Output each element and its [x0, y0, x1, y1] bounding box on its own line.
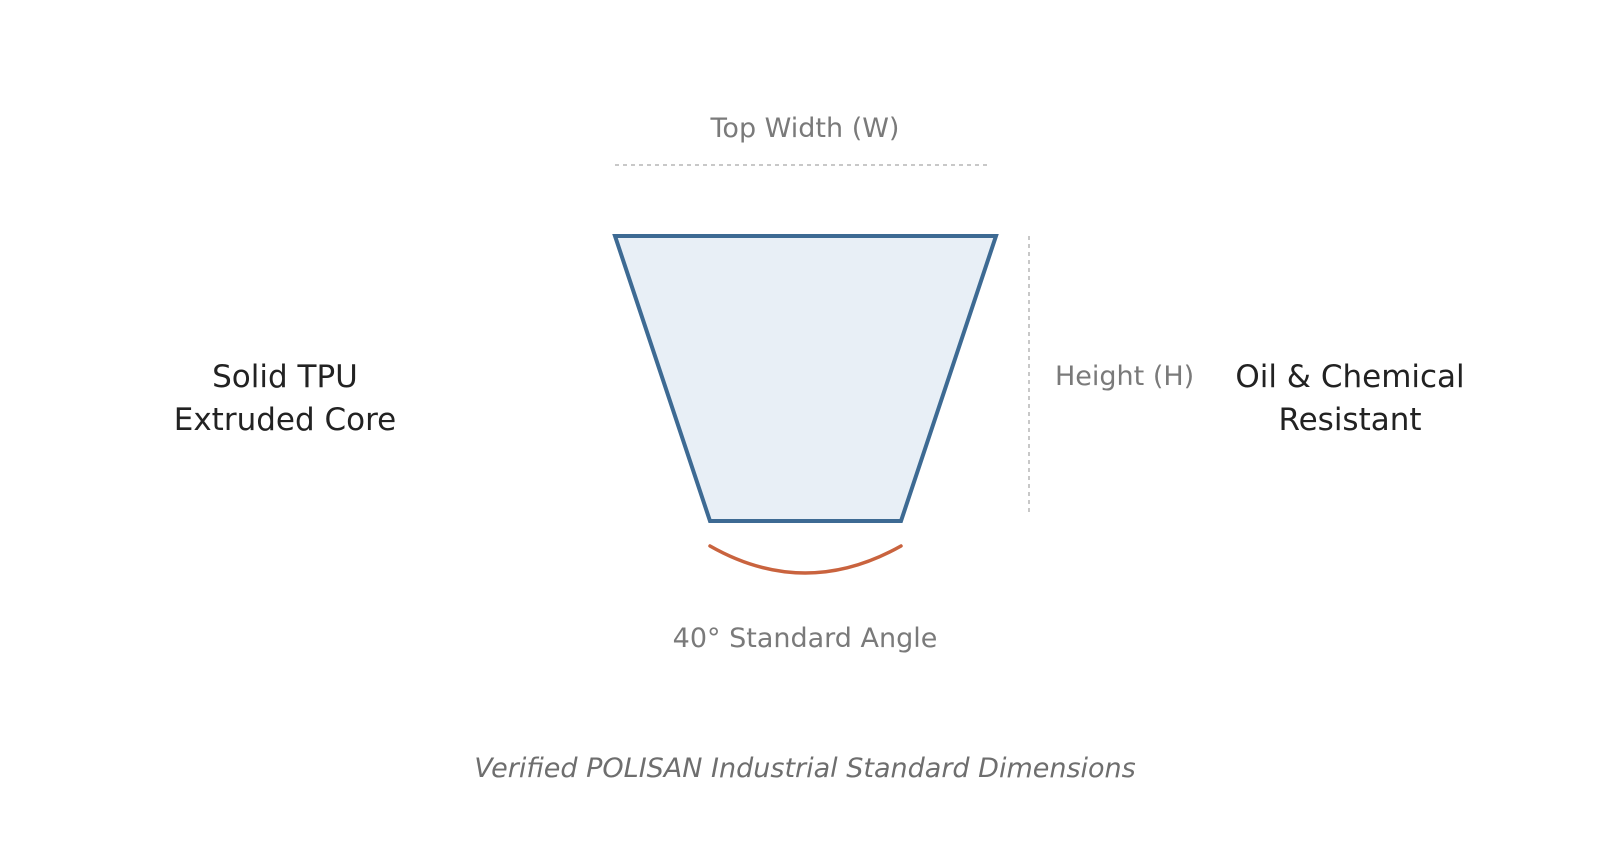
- right-feature-label: Oil & Chemical Resistant: [1215, 356, 1485, 442]
- angle-label: 40° Standard Angle: [672, 623, 938, 654]
- right-feature-line2: Resistant: [1278, 402, 1422, 438]
- height-label: Height (H): [1055, 361, 1195, 392]
- top-width-label: Top Width (W): [710, 113, 900, 144]
- angle-arc: [708, 544, 903, 575]
- left-feature-line1: Solid TPU: [212, 359, 358, 395]
- v-belt-profile: [612, 234, 999, 523]
- diagram-caption: Verified POLISAN Industrial Standard Dim…: [474, 753, 1136, 784]
- left-feature-line2: Extruded Core: [173, 402, 397, 438]
- left-feature-label: Solid TPU Extruded Core: [150, 356, 420, 442]
- right-feature-line1: Oil & Chemical: [1235, 359, 1465, 395]
